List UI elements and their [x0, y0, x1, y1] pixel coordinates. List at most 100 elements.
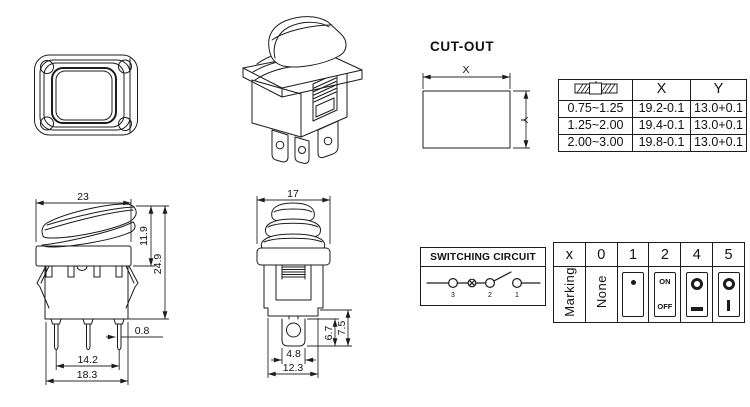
pin-bases	[50, 318, 125, 325]
flange	[35, 245, 132, 267]
marking-header-4: 4	[680, 242, 714, 267]
terminal-2-symbol	[484, 278, 495, 289]
cap-top-edge	[271, 24, 333, 41]
terminal-hole	[275, 140, 285, 150]
dim-label: 0.8	[135, 325, 150, 337]
panel-thickness-hatch-icon	[574, 81, 617, 95]
dim-label: 11.9	[138, 226, 150, 246]
cutout-title: CUT-OUT	[430, 39, 495, 54]
off-label: OFF	[657, 302, 673, 312]
table-header-row: X Y	[558, 79, 747, 101]
terminal-hole	[298, 146, 306, 154]
switch-face-o-i	[717, 271, 740, 317]
o-ring-icon	[722, 277, 735, 290]
corner-round	[40, 60, 54, 74]
cutout-y-label: Y	[518, 116, 530, 123]
y-cell: 13.0+0.1	[690, 133, 747, 152]
marking-table: x 0 1 2 4 5 Marking None ON OFF	[553, 242, 745, 323]
front-view-drawing: 17 6.7 7.5 4.8 12.3	[256, 188, 352, 378]
marking-header-5: 5	[712, 242, 745, 267]
dim-label: 12.3	[283, 362, 304, 374]
terminal-3-symbol	[448, 278, 459, 289]
perspective-view-drawing	[242, 16, 363, 164]
bellows-contour	[263, 237, 323, 243]
dim-label: 17	[287, 188, 299, 200]
marking-header-row: x 0 1 2 4 5	[553, 242, 745, 267]
body-inner	[275, 264, 312, 301]
panel-cutout-table: X Y 0.75~1.25 19.2-0.1 13.0+0.1 1.25~2.0…	[558, 79, 747, 152]
actuator-lever	[315, 97, 335, 118]
dim-label: 14.2	[77, 354, 98, 366]
y-cell: 13.0+0.1	[690, 116, 747, 135]
vertical-bar-icon	[726, 299, 731, 311]
cutout-rectangle	[422, 90, 511, 149]
marking-header-x: x	[553, 242, 586, 267]
terminal-root	[288, 315, 299, 320]
bellows-band-1	[271, 202, 315, 222]
actuator-ribs	[313, 77, 337, 103]
terminal-number: 3	[451, 292, 455, 299]
body-left-face	[251, 79, 302, 138]
col-header-x: X	[632, 79, 691, 101]
cap-contour	[273, 21, 330, 59]
terminal-pin	[294, 136, 310, 164]
mount-tab	[93, 265, 101, 278]
switch-body	[263, 264, 324, 317]
terminal-number: 2	[488, 292, 492, 299]
switch-face-dot	[622, 271, 645, 317]
marking-none-label: None	[593, 275, 609, 309]
x-cell: 19.2-0.1	[632, 99, 691, 118]
rocker-opening	[51, 67, 117, 124]
top-view-drawing	[34, 54, 138, 136]
dim-label: 4.8	[286, 348, 301, 360]
marking-row-label: Marking	[561, 267, 577, 317]
top-view-outer-frame	[34, 54, 138, 136]
marking-header-2: 2	[648, 242, 682, 267]
terminal-number: 1	[515, 292, 519, 299]
rocker-cap	[268, 16, 347, 68]
table-row: 2.00~3.00 19.8-0.1 13.0+0.1	[558, 133, 747, 152]
bellows-contour	[273, 208, 313, 213]
thickness-cell: 1.25~2.00	[558, 116, 633, 135]
col-header-y: Y	[690, 79, 747, 101]
table-row: 1.25~2.00 19.4-0.1 13.0+0.1	[558, 116, 747, 135]
side-view-drawing: 23 11.9 24.9 0.8 14.2 18.3	[35, 191, 169, 385]
ribbed-neck	[281, 264, 306, 280]
switching-circuit-title: SWITCHING CIRCUIT	[421, 248, 545, 267]
marking-body-row: Marking None ON OFF	[553, 266, 745, 323]
mount-tab	[67, 265, 75, 278]
terminal-pin	[54, 323, 59, 350]
rocker-boot-outline	[41, 203, 137, 239]
corner-round	[118, 59, 132, 74]
marking-cell-2: ON OFF	[648, 266, 682, 323]
dim-label: 7.5	[336, 321, 348, 336]
switch-face-o-bar	[685, 271, 708, 317]
marking-header-1: 1	[616, 242, 650, 267]
corner-round	[118, 117, 132, 131]
terminal-pin	[317, 120, 339, 159]
horizontal-bar-icon	[690, 307, 703, 311]
thickness-cell: 2.00~3.00	[558, 133, 633, 152]
bezel-ring	[39, 59, 131, 131]
dot-icon	[630, 279, 636, 285]
bezel-edge	[242, 67, 363, 98]
terminal-1-symbol	[511, 278, 522, 289]
terminal-pin	[271, 129, 289, 163]
marking-cell-5	[712, 266, 745, 323]
cutout-x-label: X	[462, 64, 469, 76]
switch-lever	[493, 271, 512, 282]
bezel-inner-ring	[43, 62, 125, 128]
switch-face-on-off: ON OFF	[653, 271, 676, 317]
lamp-cross	[468, 279, 476, 287]
bellows-contour	[267, 222, 319, 228]
dim-label: 24.9	[152, 254, 164, 275]
thickness-cell: 0.75~1.25	[558, 99, 633, 118]
mount-tab	[115, 265, 123, 278]
panel-thickness-header	[558, 79, 633, 101]
center-notch	[76, 265, 88, 271]
marking-cell-4	[680, 266, 714, 323]
terminal-blade	[281, 318, 306, 347]
boot-fold-line	[44, 209, 134, 231]
table-row: 0.75~1.25 19.2-0.1 13.0+0.1	[558, 99, 747, 118]
